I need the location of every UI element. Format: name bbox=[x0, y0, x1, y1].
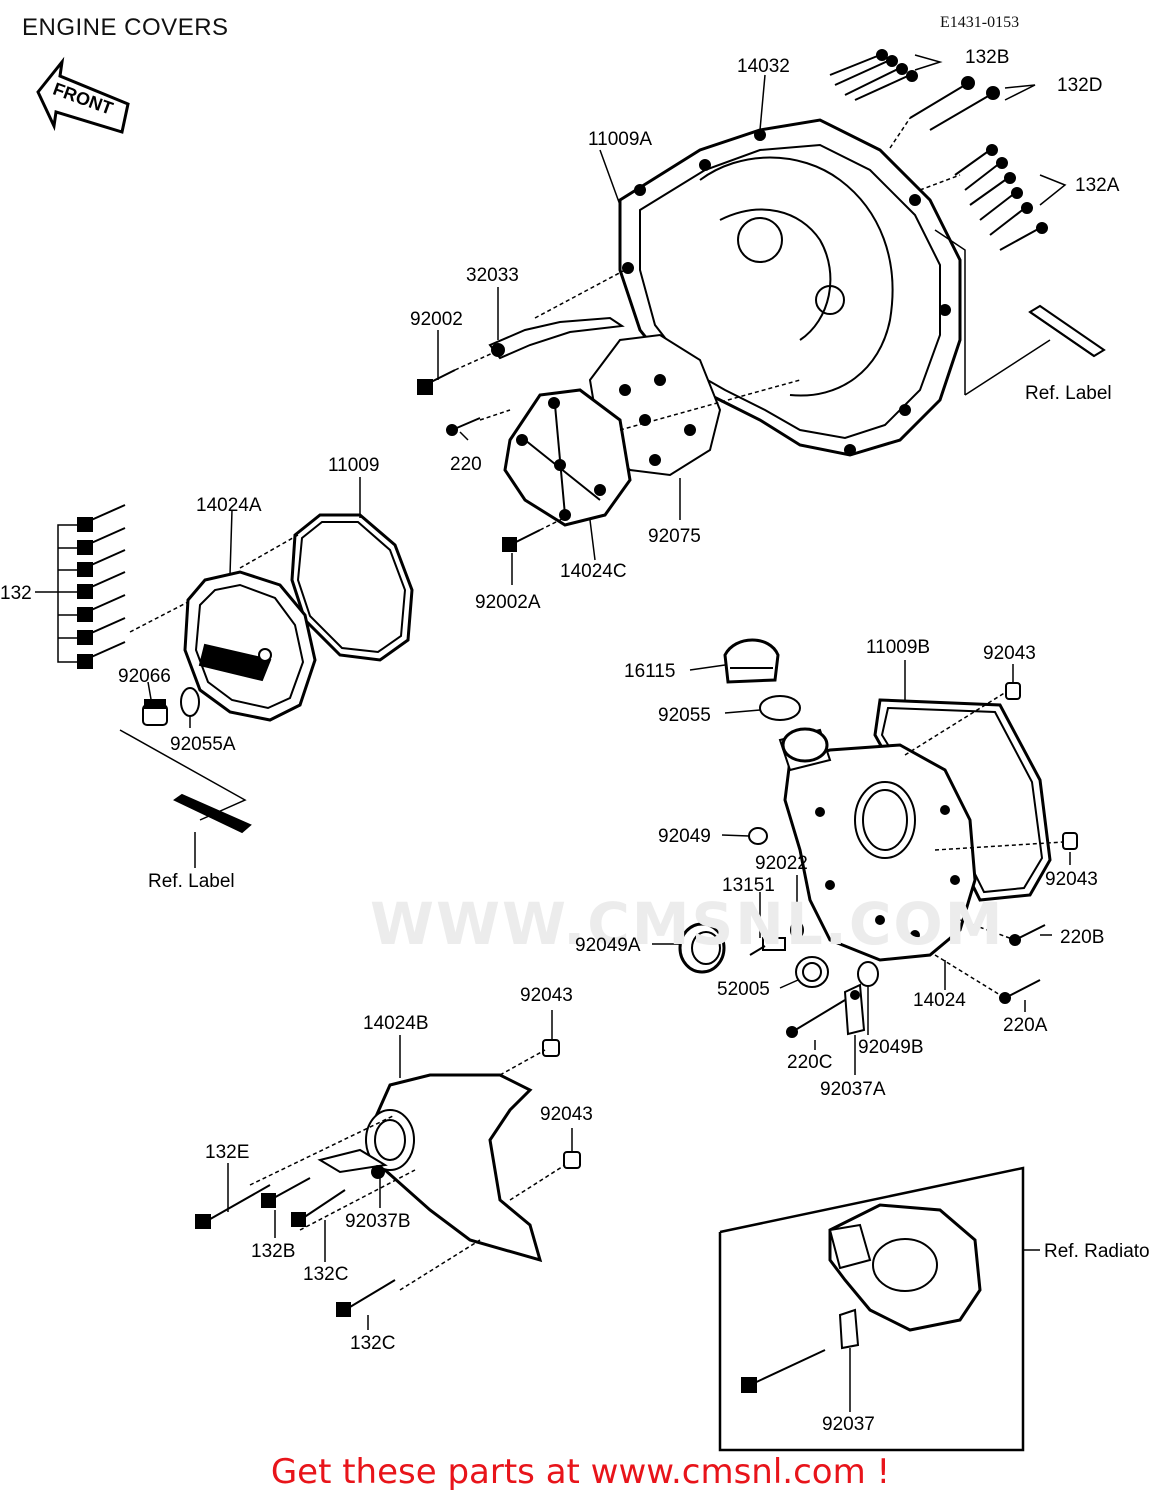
bolt-220C bbox=[786, 999, 846, 1038]
part-label-132C-a[interactable]: 132C bbox=[303, 1264, 349, 1285]
part-label-132A[interactable]: 132A bbox=[1075, 175, 1120, 196]
part-label-132B[interactable]: 132B bbox=[965, 47, 1010, 68]
part-label-32033[interactable]: 32033 bbox=[466, 265, 519, 286]
washer-92049 bbox=[748, 827, 768, 845]
part-label-13151[interactable]: 13151 bbox=[722, 875, 775, 896]
o-ring-92055 bbox=[759, 695, 801, 721]
part-label-92037A[interactable]: 92037A bbox=[820, 1079, 886, 1100]
bolt-132B-lower bbox=[261, 1177, 311, 1208]
part-label-92049A[interactable]: 92049A bbox=[575, 935, 641, 956]
part-label-92043-d[interactable]: 92043 bbox=[540, 1104, 593, 1125]
bolt-group-132-left bbox=[35, 504, 126, 669]
dowel-pin-92043-d bbox=[563, 1151, 581, 1169]
dowel-pin-92043-b bbox=[1062, 832, 1078, 850]
ref-label-plate-top bbox=[1028, 304, 1106, 358]
bolt-220B bbox=[1009, 924, 1046, 946]
o-ring-92055A bbox=[180, 687, 200, 717]
plug-92066 bbox=[142, 699, 168, 726]
bolt-group-132A bbox=[954, 144, 1048, 251]
gasket-11009 bbox=[290, 513, 414, 662]
inspection-cover-14024C bbox=[503, 388, 632, 527]
part-label-14032[interactable]: 14032 bbox=[737, 56, 790, 77]
washer-92049B bbox=[857, 961, 879, 987]
part-label-220A[interactable]: 220A bbox=[1003, 1015, 1048, 1036]
watermark: WWW.CMSNL.COM bbox=[370, 890, 1005, 958]
front-arrow-icon: FRONT bbox=[36, 56, 130, 134]
bolt-92002 bbox=[417, 369, 456, 395]
bracket-32033 bbox=[488, 316, 625, 360]
clamp-92037A bbox=[843, 983, 866, 1036]
cover-14024B bbox=[317, 1073, 543, 1263]
footer-promo-link[interactable]: Get these parts at www.cmsnl.com ! bbox=[270, 1452, 891, 1492]
part-label-11009A[interactable]: 11009A bbox=[588, 129, 653, 150]
oil-seal-92049A bbox=[678, 922, 726, 974]
part-label-92049B[interactable]: 92049B bbox=[858, 1037, 924, 1058]
bolt-132C-a bbox=[291, 1189, 346, 1227]
bolt-132C-b bbox=[336, 1279, 396, 1317]
part-label-14024C[interactable]: 14024C bbox=[560, 561, 627, 582]
ref-radiator-box bbox=[718, 1166, 1025, 1452]
part-label-92043-a[interactable]: 92043 bbox=[983, 643, 1036, 664]
ref-label-plate-left bbox=[173, 793, 252, 834]
part-label-220B[interactable]: 220B bbox=[1060, 927, 1105, 948]
part-label-132E[interactable]: 132E bbox=[205, 1142, 250, 1163]
ref-radiator-label[interactable]: Ref. Radiato bbox=[1044, 1241, 1150, 1262]
part-label-92075[interactable]: 92075 bbox=[648, 526, 701, 547]
part-label-220C[interactable]: 220C bbox=[787, 1052, 833, 1073]
clamp-92037 bbox=[741, 1308, 860, 1393]
part-label-92043-b[interactable]: 92043 bbox=[1045, 869, 1098, 890]
ref-label-left[interactable]: Ref. Label bbox=[148, 871, 235, 892]
part-label-14024[interactable]: 14024 bbox=[913, 990, 966, 1011]
bolt-132E bbox=[195, 1184, 271, 1229]
oil-filler-cap-16115 bbox=[723, 638, 780, 684]
part-label-16115[interactable]: 16115 bbox=[624, 661, 676, 682]
dowel-pin-92043-a bbox=[1005, 682, 1021, 700]
part-label-132[interactable]: 132 bbox=[0, 583, 32, 604]
part-label-92043-c[interactable]: 92043 bbox=[520, 985, 573, 1006]
generator-cover-14024A bbox=[183, 570, 317, 722]
ref-label-top[interactable]: Ref. Label bbox=[1025, 383, 1112, 404]
clamp-92037B bbox=[371, 1165, 385, 1179]
part-label-92049[interactable]: 92049 bbox=[658, 826, 711, 847]
part-label-132C-b[interactable]: 132C bbox=[350, 1333, 396, 1354]
part-label-220[interactable]: 220 bbox=[450, 454, 482, 475]
bolt-92002A bbox=[502, 529, 541, 552]
part-label-92037B[interactable]: 92037B bbox=[345, 1211, 411, 1232]
part-label-92066[interactable]: 92066 bbox=[118, 666, 171, 687]
part-label-92022[interactable]: 92022 bbox=[755, 853, 808, 874]
bolt-group-132D bbox=[909, 76, 1000, 131]
bolt-220A bbox=[999, 979, 1041, 1004]
part-label-52005[interactable]: 52005 bbox=[717, 979, 770, 1000]
pin-220 bbox=[446, 417, 481, 436]
part-label-92002[interactable]: 92002 bbox=[410, 309, 463, 330]
part-label-14024A[interactable]: 14024A bbox=[196, 495, 262, 516]
oil-seal-52005 bbox=[795, 956, 829, 988]
part-label-11009B[interactable]: 11009B bbox=[866, 637, 931, 658]
part-label-14024B[interactable]: 14024B bbox=[363, 1013, 429, 1034]
part-label-92055A[interactable]: 92055A bbox=[170, 734, 236, 755]
leader-lines bbox=[129, 74, 1071, 1412]
clutch-cover-14024 bbox=[778, 727, 977, 962]
part-label-92037[interactable]: 92037 bbox=[822, 1414, 875, 1435]
page-title: ENGINE COVERS bbox=[22, 14, 229, 41]
sensor-13151 bbox=[749, 937, 786, 956]
dowel-pin-92043-c bbox=[542, 1039, 560, 1057]
bolt-group-132B bbox=[829, 49, 918, 101]
part-label-92055[interactable]: 92055 bbox=[658, 705, 711, 726]
part-label-11009[interactable]: 11009 bbox=[328, 455, 380, 476]
part-label-92002A[interactable]: 92002A bbox=[475, 592, 541, 613]
part-label-132B-lower[interactable]: 132B bbox=[251, 1241, 296, 1262]
part-label-132D[interactable]: 132D bbox=[1057, 75, 1103, 96]
diagram-code: E1431-0153 bbox=[940, 14, 1020, 31]
